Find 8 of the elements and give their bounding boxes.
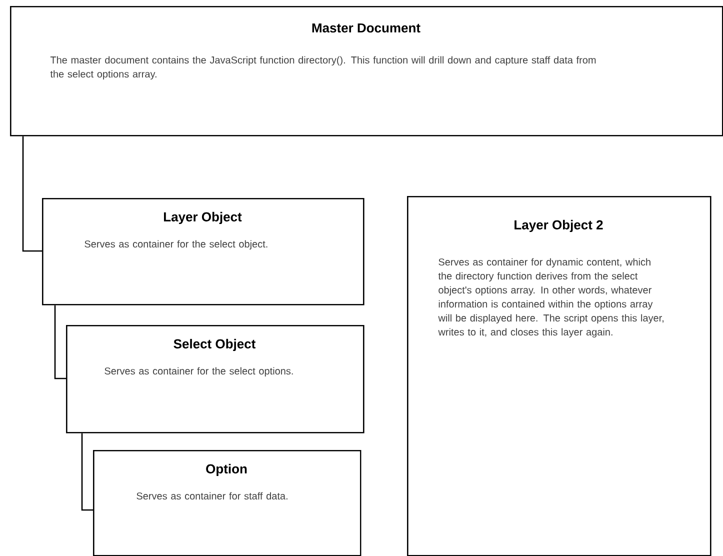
layer-box: Layer Object 2 Serves as container for dynamic content, which the directory function derives from the select object's options array. In other words, whatever information is contained within the options array will be displayed here. The script opens this layer, writes to it, and closes this layer again.: [407, 196, 712, 556]
connector-line: [54, 305, 66, 380]
layer-box: Option Serves as container for staff data.: [93, 450, 362, 556]
connector-line: [22, 136, 42, 252]
connector-line: [81, 433, 93, 511]
layer-box: Layer Object Serves as container for the select object.: [42, 198, 364, 306]
layer-box: Master Document The master document contains the JavaScript function directory(). This function will drill down and capture staff data from the select options array.: [10, 6, 723, 136]
layer-box: Select Object Serves as container for the select options.: [66, 325, 364, 434]
